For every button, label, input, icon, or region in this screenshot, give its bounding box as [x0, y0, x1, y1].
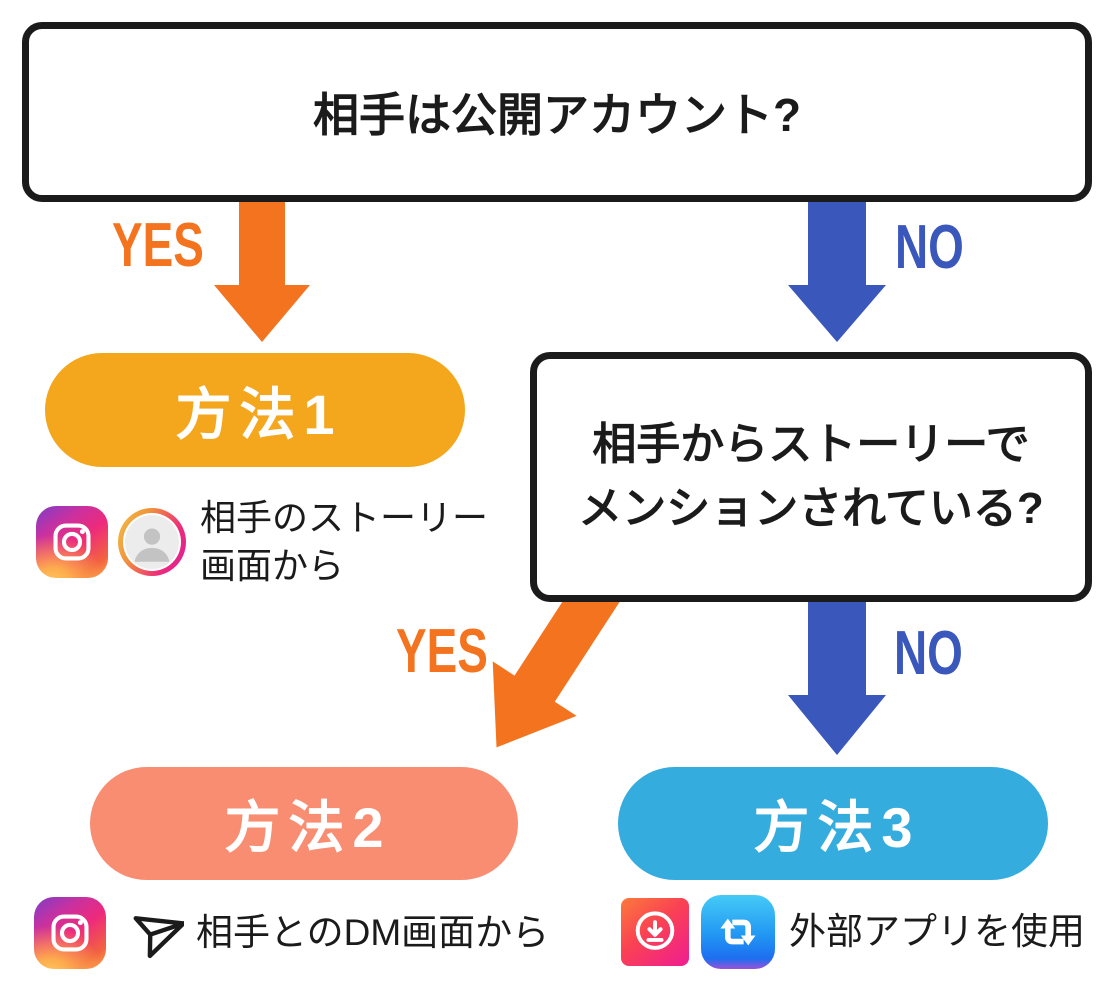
camera-glyph	[53, 523, 91, 561]
no-arrow-bottom	[788, 588, 886, 755]
repost-app-icon	[701, 895, 775, 969]
instagram-app-icon	[34, 897, 106, 969]
method-1-detail-row: 相手のストーリー 画面から	[36, 494, 488, 590]
dm-send-icon	[133, 916, 184, 959]
story-saver-app-icon	[621, 898, 689, 966]
method-2-description: 相手とのDM画面から	[196, 912, 550, 953]
method-2-detail-row: 相手とのDM画面から	[34, 897, 549, 969]
story-avatar-icon	[118, 508, 186, 576]
question-box-story-mention: 相手からストーリーで メンションされている?	[530, 352, 1092, 602]
yes-label-top: YES	[112, 211, 204, 280]
no-arrow-top	[788, 185, 886, 342]
question-line-2: メンションされている?	[578, 484, 1044, 533]
method-3-label: 方法3	[753, 796, 921, 859]
person-glyph	[134, 528, 170, 562]
question-line-1: 相手からストーリーで	[592, 420, 1030, 469]
question-box-public-account: 相手は公開アカウント?	[22, 22, 1092, 202]
method-2-pill: 方法2	[90, 767, 518, 880]
method-2-label: 方法2	[224, 796, 392, 859]
method-3-description: 外部アプリを使用	[789, 911, 1085, 952]
method-3-detail-row: 外部アプリを使用	[621, 895, 1085, 969]
no-label-top: NO	[895, 213, 964, 282]
repost-glyph	[720, 918, 756, 946]
yes-arrow-diagonal	[492, 574, 621, 748]
question-text: 相手は公開アカウント?	[312, 89, 802, 141]
camera-glyph	[51, 914, 89, 952]
yes-label-bottom: YES	[396, 617, 488, 686]
instagram-app-icon	[36, 506, 108, 578]
method-1-description: 相手のストーリー 画面から	[200, 497, 489, 586]
download-glyph	[635, 911, 675, 950]
yes-arrow-top	[214, 185, 310, 342]
method-1-label: 方法1	[175, 382, 343, 446]
method-3-pill: 方法3	[618, 767, 1048, 880]
no-label-bottom: NO	[894, 619, 963, 688]
method-1-pill: 方法1	[45, 353, 465, 467]
